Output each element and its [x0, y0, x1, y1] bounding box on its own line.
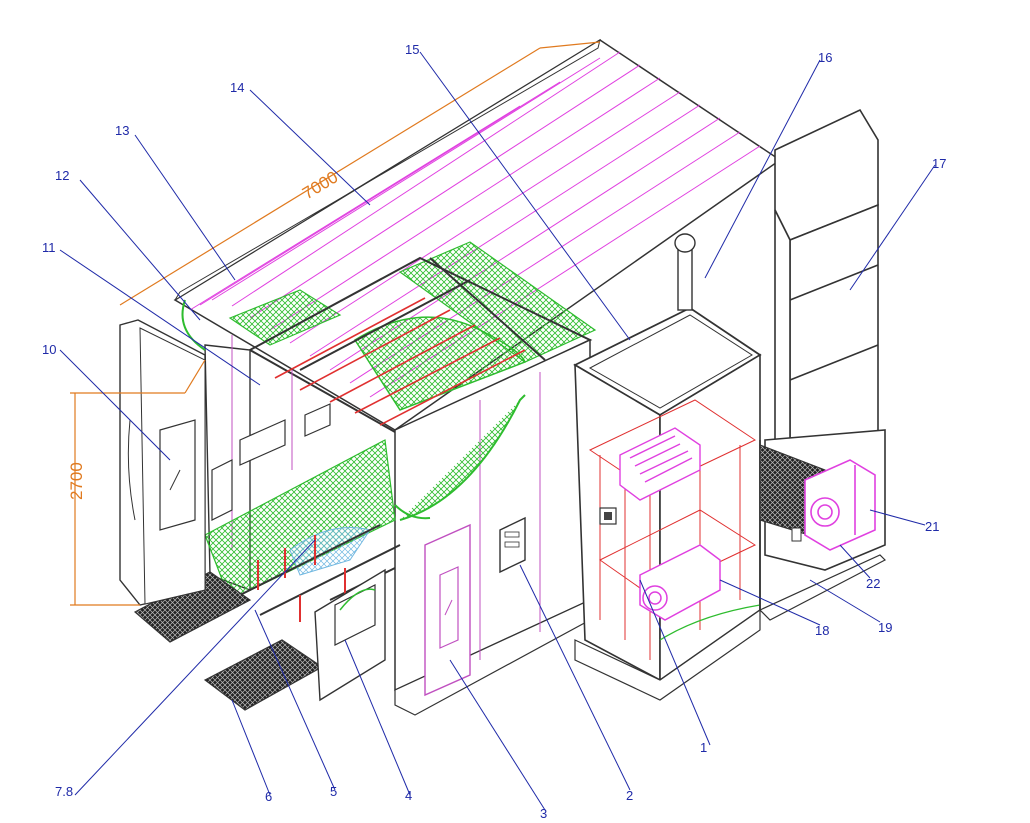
callout-1: 1 — [700, 740, 707, 755]
roof-stripes — [189, 51, 761, 398]
burner-unit — [619, 427, 701, 501]
side-access-door — [424, 523, 471, 697]
interior-light-panels — [211, 403, 331, 521]
dimension-height: 2700 — [67, 462, 86, 500]
right-door-open — [314, 568, 386, 702]
callout-2: 2 — [626, 788, 633, 803]
control-panel — [499, 516, 526, 574]
callout-4: 4 — [405, 788, 412, 803]
callout-19: 19 — [878, 620, 892, 635]
callout-3: 3 — [540, 806, 547, 821]
callout-12: 12 — [55, 168, 69, 183]
duct-green-line — [659, 604, 761, 641]
callout-15: 15 — [405, 42, 419, 57]
callout-13: 13 — [115, 123, 129, 138]
air-handling-unit — [573, 306, 762, 701]
exhaust-fan — [804, 459, 876, 551]
callout-21: 21 — [925, 519, 939, 534]
circulation-fan — [639, 544, 721, 621]
callout-17: 17 — [932, 156, 946, 171]
motor-box — [599, 507, 617, 525]
dimension-lines — [70, 41, 601, 606]
left-door-open — [119, 319, 206, 606]
callout-6: 6 — [265, 789, 272, 804]
roof — [173, 38, 782, 431]
exhaust-chimney — [674, 233, 696, 311]
callout-11: 11 — [42, 240, 56, 255]
callout-5: 5 — [330, 784, 337, 799]
booth-floor — [204, 439, 401, 622]
callout-10: 10 — [42, 342, 56, 357]
callout-7-8: 7.8 — [55, 784, 73, 799]
callout-18: 18 — [815, 623, 829, 638]
heater-tubes — [274, 297, 526, 426]
callout-16: 16 — [818, 50, 832, 65]
callout-leaders — [59, 51, 936, 811]
callout-labels: 1 2 3 4 5 6 7.8 10 11 12 13 14 15 16 17 … — [42, 42, 946, 821]
callout-22: 22 — [866, 576, 880, 591]
callout-14: 14 — [230, 80, 244, 95]
filter-curtains — [181, 299, 431, 520]
